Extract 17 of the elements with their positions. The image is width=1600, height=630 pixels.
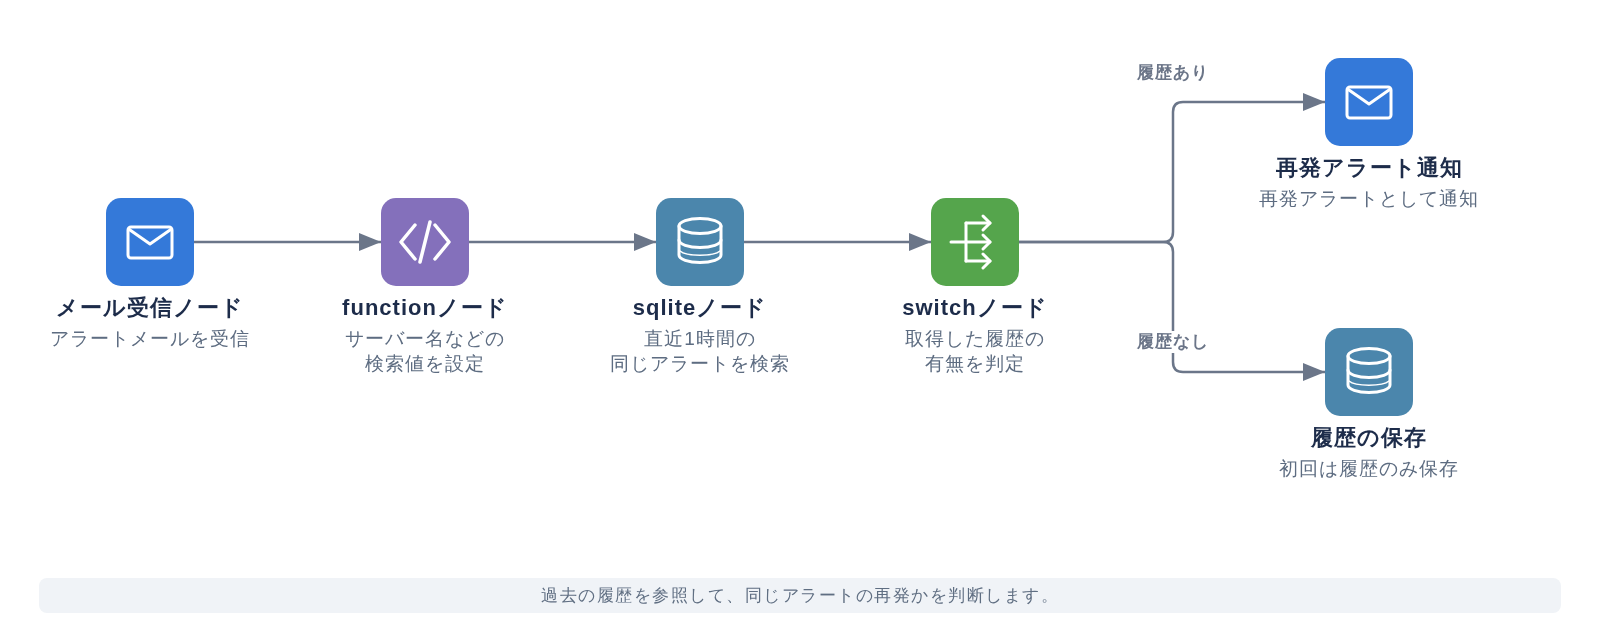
node-description: サーバー名などの検索値を設定: [345, 327, 505, 376]
node-description: 再発アラートとして通知: [1259, 187, 1479, 211]
node-title: 履歴の保存: [1311, 424, 1427, 452]
node-title: functionノード: [342, 294, 508, 322]
node-title: switchノード: [902, 294, 1048, 322]
arrow: [469, 233, 656, 251]
node-description: アラートメールを受信: [50, 327, 250, 351]
caption-banner: 過去の履歴を参照して、同じアラートの再発かを判断します。: [39, 578, 1561, 613]
node-title: メール受信ノード: [56, 294, 244, 322]
arrow: [194, 233, 381, 251]
node-description: 直近1時間の同じアラートを検索: [610, 327, 790, 376]
node-description: 初回は履歴のみ保存: [1279, 457, 1459, 481]
arrow: [744, 233, 931, 251]
node-title: 再発アラート通知: [1275, 154, 1463, 182]
node-description: 取得した履歴の有無を判定: [905, 327, 1045, 376]
node-title: sqliteノード: [632, 294, 768, 322]
arrow: [1019, 240, 1325, 381]
